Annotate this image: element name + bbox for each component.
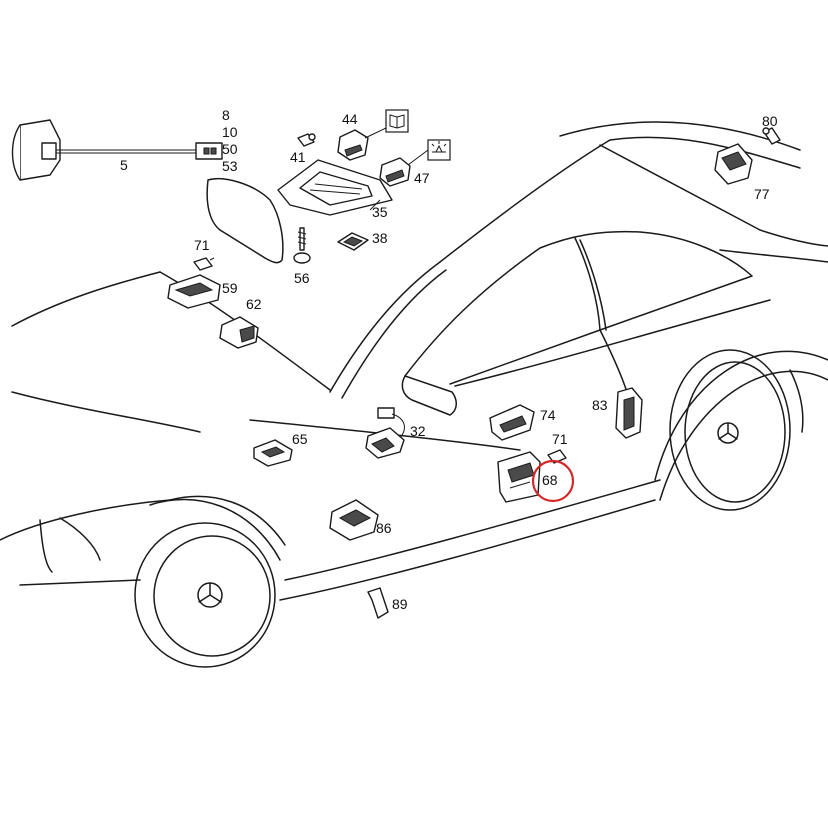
label-10: 10	[222, 124, 238, 140]
label-65: 65	[292, 431, 308, 447]
label-62: 62	[246, 296, 262, 312]
label-50: 50	[222, 141, 238, 157]
rear-wheel-emblem	[717, 422, 739, 444]
label-86: 86	[376, 520, 392, 536]
label-47: 47	[414, 170, 430, 186]
part-5-courtesy-lamp-wire	[11, 119, 223, 181]
reading-lamp-icon	[427, 139, 451, 161]
label-41: 41	[290, 149, 306, 165]
part-77-trunk-lamp	[714, 143, 753, 185]
part-47-interior-lamp	[379, 149, 429, 187]
part-86-switch	[329, 499, 379, 541]
part-65-footwell-lamp	[253, 439, 293, 467]
label-5: 5	[120, 157, 128, 173]
part-32-door-lamp	[365, 407, 405, 459]
label-71-front: 71	[194, 237, 210, 253]
label-77: 77	[754, 186, 770, 202]
part-62-switch	[219, 316, 259, 349]
label-8: 8	[222, 107, 230, 123]
book-icon	[385, 109, 409, 133]
part-89-clip	[367, 587, 389, 619]
label-53: 53	[222, 158, 238, 174]
label-32: 32	[410, 423, 426, 439]
part-41-bulb	[297, 133, 316, 147]
part-80-bulb	[762, 127, 781, 145]
part-44-reading-lamp	[337, 127, 387, 161]
part-35-overhead-console	[277, 159, 393, 216]
label-83: 83	[592, 397, 608, 413]
label-56: 56	[294, 270, 310, 286]
label-35: 35	[372, 204, 388, 220]
part-59-glovebox-lamp	[167, 274, 221, 309]
windscreen-glass	[206, 178, 284, 264]
label-74: 74	[540, 407, 556, 423]
part-68-door-lamp-module	[497, 451, 541, 503]
label-59: 59	[222, 280, 238, 296]
label-68: 68	[542, 472, 558, 488]
label-80: 80	[762, 113, 778, 129]
car-outline	[0, 121, 828, 668]
label-38: 38	[372, 230, 388, 246]
part-74-door-handle-lamp	[489, 404, 535, 441]
part-71-bulb-front	[193, 257, 215, 271]
label-44: 44	[342, 111, 358, 127]
label-71-door: 71	[552, 431, 568, 447]
part-83-side-lamp	[615, 387, 643, 439]
part-38-switch	[337, 232, 369, 251]
front-wheel-emblem	[197, 582, 223, 608]
highlight-circle	[531, 459, 575, 503]
part-56-screw	[293, 227, 311, 264]
part-number-labels: 8 10 50 53 5 41 44 47 35 38 56 71 59 62 …	[120, 107, 778, 612]
label-89: 89	[392, 596, 408, 612]
